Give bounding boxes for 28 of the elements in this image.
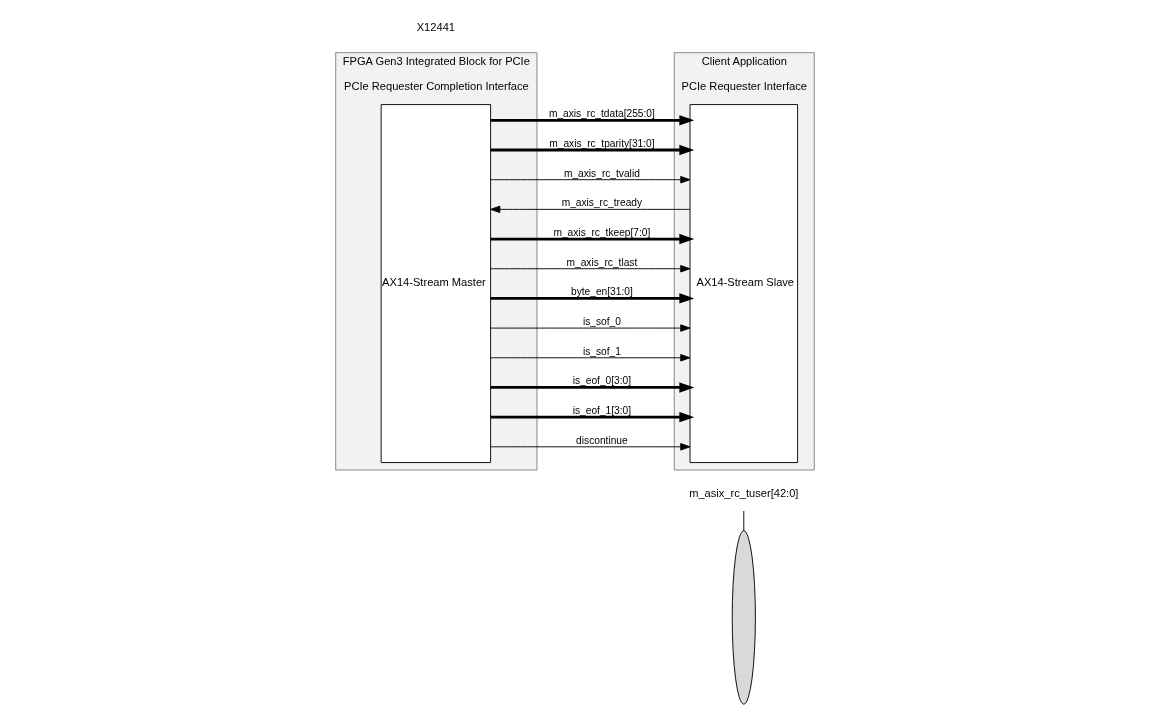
arrow <box>489 205 690 214</box>
edge-label: is_sof_1 <box>582 345 621 357</box>
edge-label: is_sof_0 <box>582 316 621 328</box>
edge-label: is_eof_0[3:0] <box>572 375 631 387</box>
connector <box>742 510 744 532</box>
arrow <box>489 354 690 362</box>
edge-label: is_eof_1[3:0] <box>572 405 631 417</box>
node-text: m_asix_rc_tuser[42:0] <box>688 486 798 499</box>
edge-label: m_axis_rc_tparity[31:0] <box>548 138 655 150</box>
arrow <box>490 115 694 126</box>
arrow <box>490 382 694 393</box>
arrow <box>490 293 694 304</box>
arrow <box>490 233 694 245</box>
edge-label: byte_en[31:0] <box>570 286 633 298</box>
arrow <box>489 176 690 184</box>
arrow <box>489 324 690 332</box>
edge-label: m_axis_rc_tkeep[7:0] <box>552 227 650 239</box>
edge-label: m_axis_rc_tready <box>561 197 642 209</box>
node-ellipse <box>731 530 756 705</box>
arrow <box>489 265 690 273</box>
label: X12441 <box>416 21 455 34</box>
edge-label: m_axis_rc_tlast <box>566 256 637 268</box>
arrow <box>490 411 694 423</box>
arrow <box>489 443 690 451</box>
arrow <box>490 144 694 156</box>
edge-label: m_axis_rc_tvalid <box>563 167 640 179</box>
edge-label: discontinue <box>575 434 628 446</box>
edge-label: m_axis_rc_tdata[255:0] <box>548 108 655 120</box>
